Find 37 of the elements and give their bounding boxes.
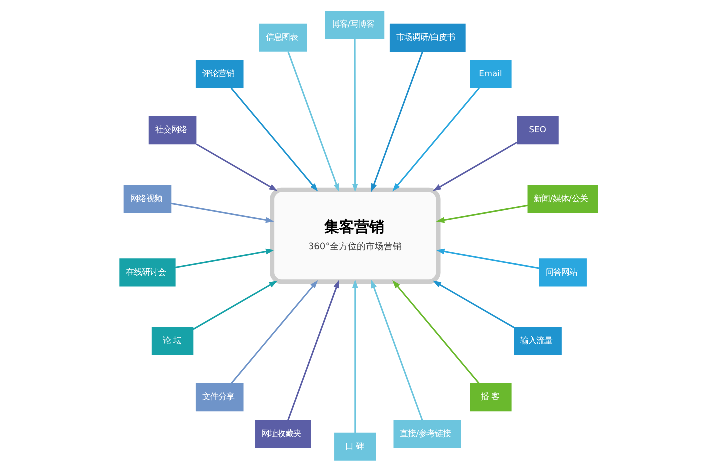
arrow — [196, 144, 278, 192]
arrow — [174, 248, 274, 268]
arrow — [352, 38, 358, 192]
node-box: 在线研讨会 — [119, 258, 176, 287]
arrow — [392, 88, 480, 192]
node-box: 信息图表 — [258, 24, 307, 52]
node-box: 博客/写博客 — [324, 11, 384, 40]
node-box: 问答网站 — [538, 258, 586, 287]
arrow — [287, 52, 339, 192]
node-box: 论 坛 — [151, 327, 194, 356]
arrow — [287, 280, 339, 420]
arrow — [436, 204, 528, 224]
node-box: 直接/参考链接 — [393, 420, 461, 448]
arrow — [436, 248, 540, 270]
arrow — [370, 52, 423, 192]
arrow — [352, 280, 358, 434]
arrow — [392, 280, 480, 384]
node-box: 社交网络 — [148, 116, 196, 145]
node-box: 评论营销 — [195, 60, 244, 89]
node-box: Email — [470, 60, 512, 89]
node-box: 网址收藏夹 — [254, 420, 311, 448]
arrow — [432, 142, 518, 192]
arrow — [192, 280, 278, 330]
arrow — [432, 280, 514, 328]
arrow — [170, 202, 274, 224]
node-box: 新闻/媒体/公关 — [527, 185, 598, 214]
node-box: 输入流量 — [514, 327, 562, 356]
node-box: 口 碑 — [334, 432, 376, 461]
node-box: SEO — [516, 116, 558, 145]
arrow — [230, 280, 318, 384]
node-box: 文件分享 — [195, 384, 244, 412]
arrow — [230, 88, 318, 192]
node-box: 集客营销 360°全方位的市场营销 — [270, 188, 440, 284]
node-box: 播 客 — [470, 384, 512, 412]
node-box: 网络视频 — [123, 185, 172, 214]
arrow — [370, 280, 423, 420]
node-box: 市场调研/白皮书 — [389, 24, 466, 52]
